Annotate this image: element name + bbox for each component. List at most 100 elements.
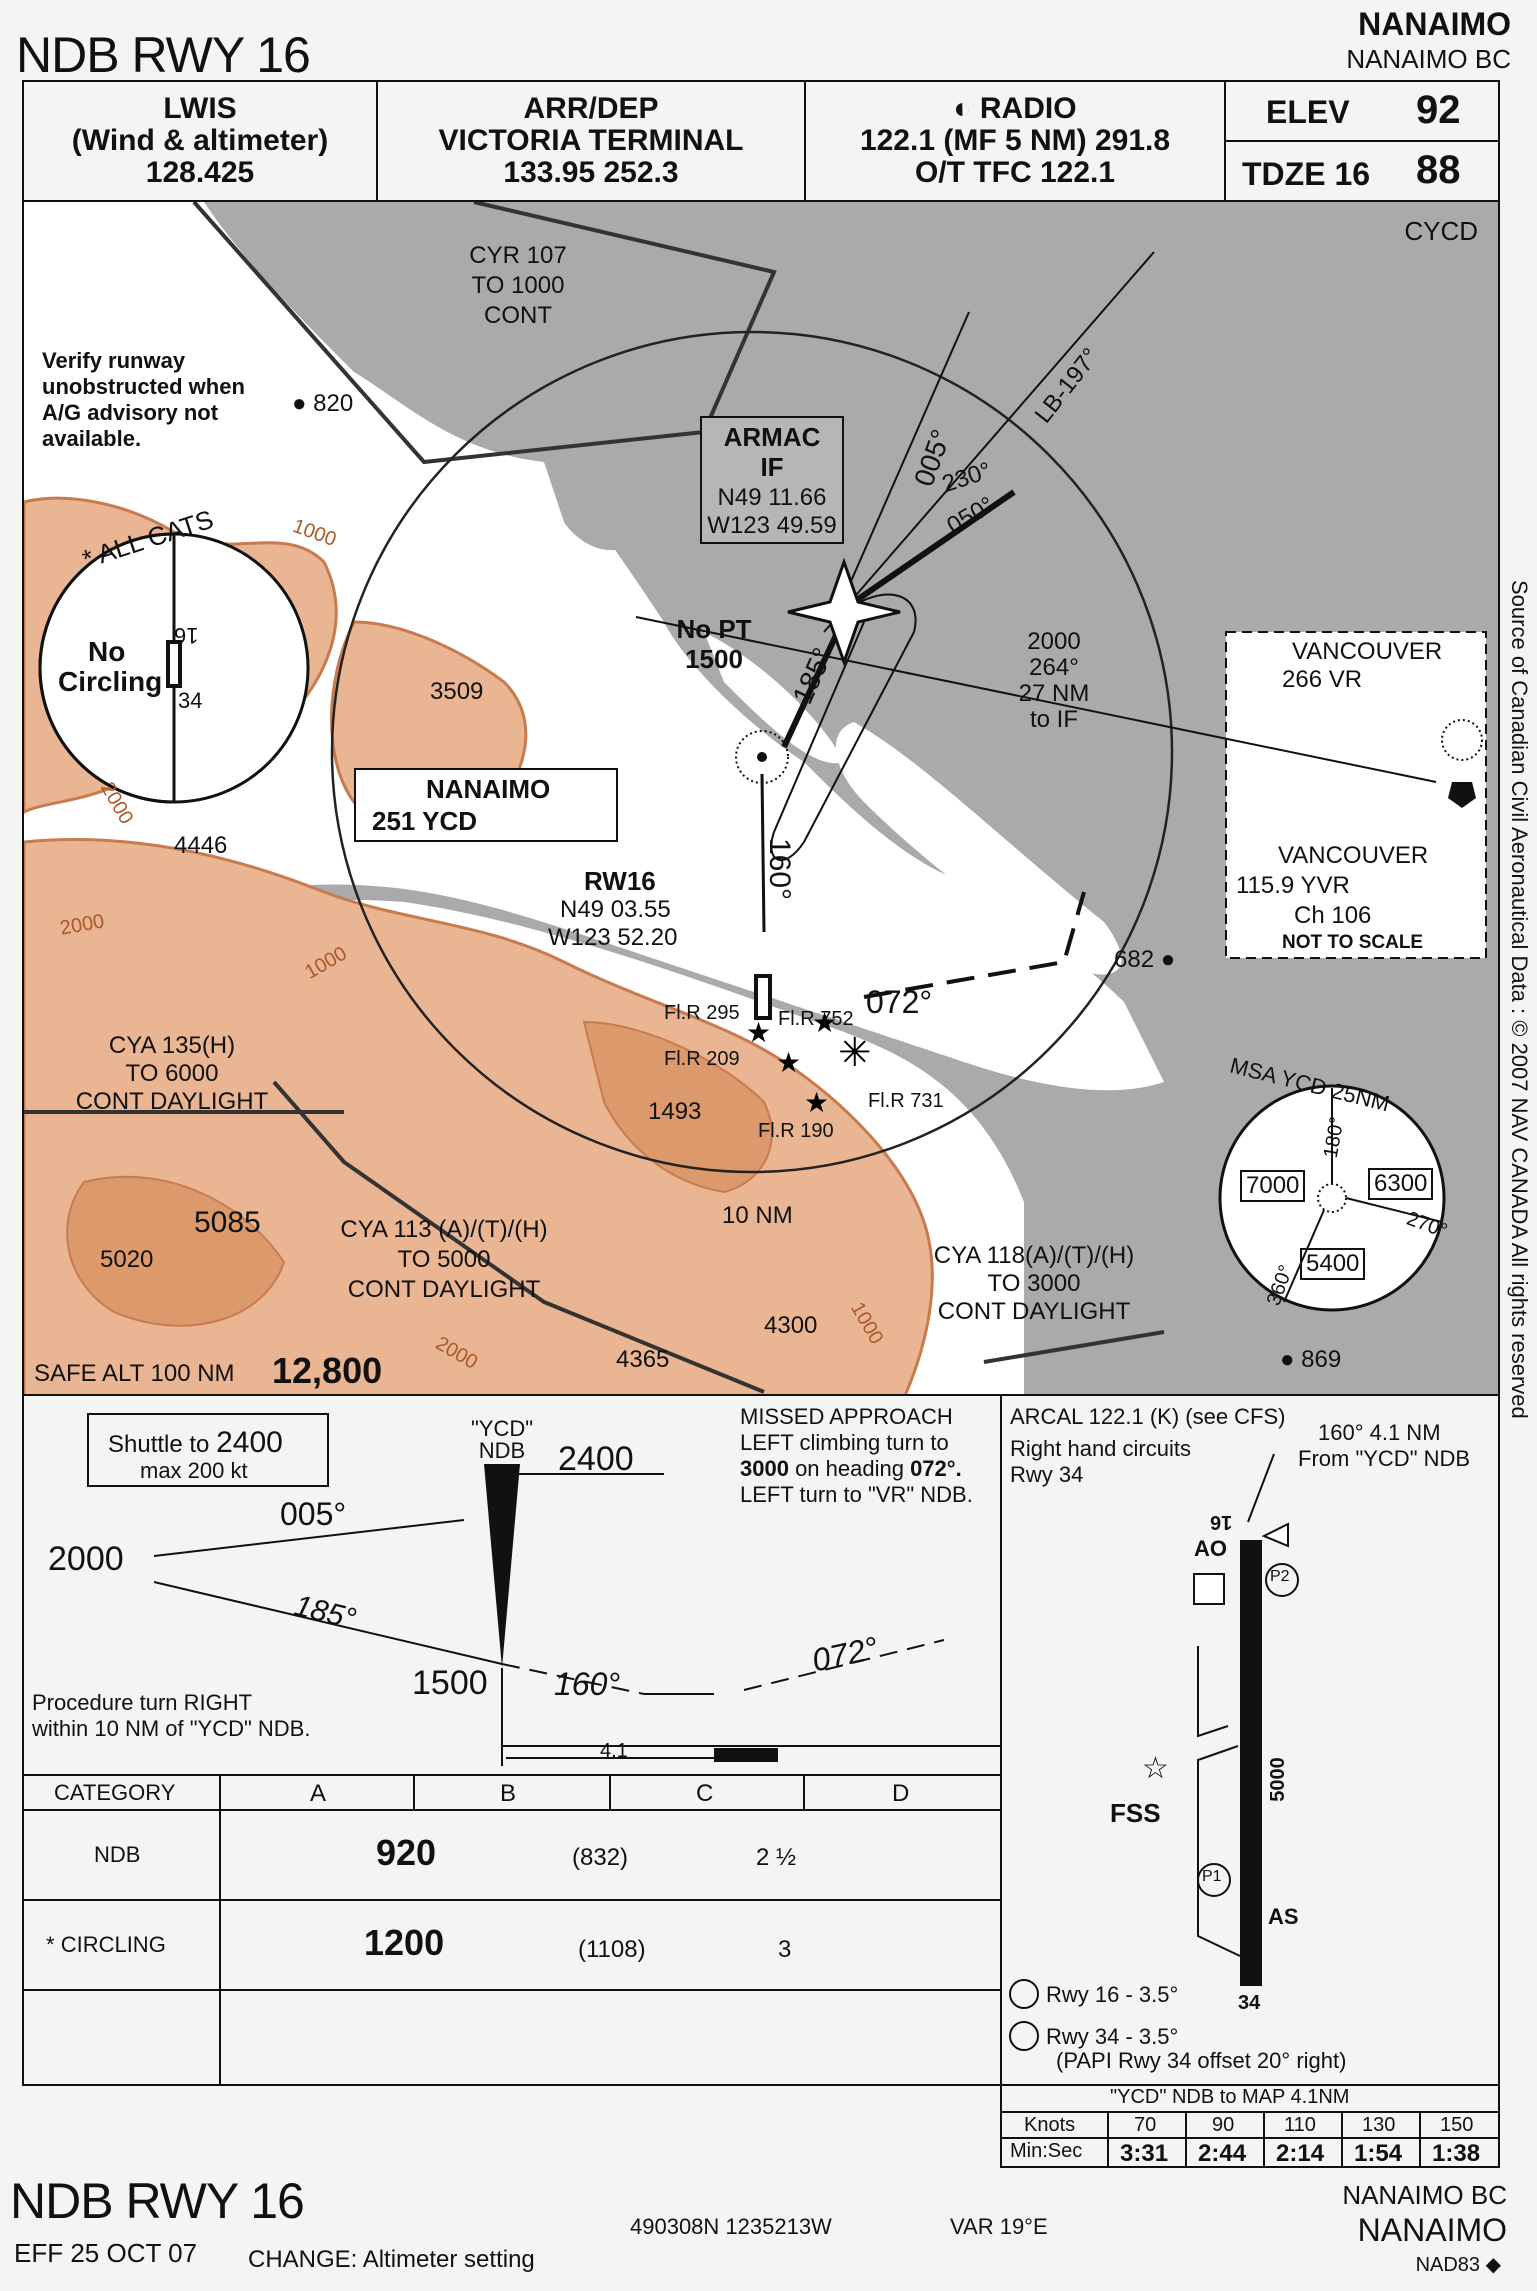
- aerodrome-taxiway: [1197, 1745, 1241, 1957]
- profile-alt-2400: 2400: [558, 1440, 634, 1478]
- missed-title: MISSED APPROACH: [740, 1404, 953, 1429]
- transition-l3: 27 NM: [1018, 680, 1090, 707]
- elev-value: 92: [1416, 88, 1461, 132]
- vancouver-ndb-name: VANCOUVER: [1292, 638, 1443, 665]
- time-label: Min:Sec: [1010, 2140, 1083, 2162]
- cya135-l1: CYA 135(H): [108, 1032, 236, 1059]
- knots-label: Knots: [1024, 2114, 1076, 2136]
- timing-table: "YCD" NDB to MAP 4.1NM Knots Min:Sec 70 …: [1000, 2084, 1500, 2168]
- papi-l1: Rwy 16 - 3.5°: [1046, 1982, 1179, 2007]
- papi-l2: Rwy 34 - 3.5°: [1046, 2024, 1179, 2049]
- footer-eff: EFF 25 OCT 07: [14, 2238, 198, 2268]
- msa-circle: [1218, 1084, 1446, 1312]
- cya135-l2: TO 6000: [125, 1060, 219, 1087]
- hdr-category: CATEGORY: [54, 1780, 176, 1805]
- aero-as: AS: [1268, 1904, 1299, 1929]
- armac-type: IF: [760, 452, 784, 482]
- no-circling-l1: No: [88, 636, 126, 667]
- land-northwest: [24, 202, 1164, 1091]
- aerodrome-section: ☆ ARCAL 122.1 (K) (see CFS) Right hand c…: [1000, 1394, 1500, 2086]
- ndb-vis: 2 ½: [756, 1844, 797, 1871]
- ndb-row-label: NDB: [94, 1842, 141, 1867]
- terrain-south-3: [66, 1175, 286, 1327]
- minima-section: CATEGORY A B C D NDB 920 (832) 2 ½ * CIR…: [22, 1774, 1002, 2086]
- arrdep-freq: 133.95 252.3: [503, 156, 679, 189]
- chart-title: NDB RWY 16: [16, 27, 311, 83]
- final-160-track: [760, 773, 766, 933]
- missed-l3: LEFT turn to "VR" NDB.: [740, 1482, 973, 1507]
- arrdep-name: ARR/DEP: [523, 92, 659, 125]
- hdr-cat-c: C: [696, 1780, 714, 1807]
- obstacle-star-1: ★: [746, 1017, 771, 1048]
- tdze-cell: TDZE 16 88: [1226, 142, 1498, 200]
- elev-869: ● 869: [1280, 1346, 1342, 1373]
- elev-1493: 1493: [648, 1098, 702, 1125]
- elev-4446: 4446: [174, 832, 228, 859]
- elev-682: 682 ●: [1114, 946, 1176, 973]
- vancouver-vor-ch: Ch 106: [1294, 902, 1372, 929]
- msa-sector-6300: 6300: [1368, 1168, 1434, 1200]
- dist-label: 4.1: [600, 1740, 628, 1762]
- papi-l3: (PAPI Rwy 34 offset 20° right): [1056, 2048, 1347, 2073]
- no-circling-l2: Circling: [58, 666, 163, 697]
- cyr107-l3: CONT: [484, 302, 552, 329]
- vancouver-ndb-symbol: [1441, 719, 1483, 761]
- footer-city-sub: NANAIMO BC: [1342, 2180, 1507, 2210]
- plan-view: ★ ★ ★ ✳ ★ CYCD CYR 107 TO 1000 CONT Veri…: [22, 200, 1500, 1396]
- city-name: NANAIMO: [1358, 6, 1511, 42]
- minima-grid: [24, 1776, 1000, 2084]
- crs-160: 160°: [763, 837, 797, 901]
- profile-alt-2000: 2000: [48, 1540, 124, 1578]
- knots-150: 150: [1440, 2114, 1474, 2136]
- rw16-name: RW16: [584, 866, 656, 896]
- lb197-radial: [823, 251, 1155, 633]
- transition-track: [635, 616, 1437, 783]
- knots-110: 110: [1284, 2114, 1316, 2136]
- no-circling-rwy34: 34: [178, 688, 203, 713]
- radio-icon: ◐: [953, 92, 980, 125]
- p2-legend-symbol: [1009, 1979, 1039, 2009]
- ycd-ndb-name: "YCD": [470, 1416, 534, 1441]
- armac-lon: W123 49.59: [707, 512, 837, 539]
- cya118-l2: TO 3000: [987, 1270, 1081, 1297]
- elev-820: ● 820: [292, 390, 354, 417]
- elev-5085: 5085: [194, 1206, 261, 1239]
- aero-rwy34: 34: [1238, 1992, 1261, 2014]
- lwis-name: LWIS: [163, 92, 237, 125]
- cyr107-l1: CYR 107: [469, 242, 567, 269]
- runway-block: [714, 1748, 778, 1762]
- elev-label: ELEV: [1266, 94, 1350, 130]
- light-731: Fl.R 731: [868, 1090, 944, 1112]
- profile-crs-160: 160°: [554, 1666, 621, 1702]
- no-circling-runway: [166, 640, 182, 688]
- ycd-ndb-type: NDB: [478, 1438, 526, 1463]
- circ-mda: 1200: [364, 1922, 445, 1963]
- nopt-l1: No PT: [676, 614, 752, 644]
- ndb-hat: (832): [572, 1844, 629, 1871]
- time-70: 3:31: [1120, 2140, 1169, 2167]
- profile-160-line: [501, 1663, 645, 1695]
- footer-title: NDB RWY 16: [10, 2173, 305, 2229]
- time-150: 1:38: [1432, 2140, 1481, 2167]
- circuits-l2: Rwy 34: [1010, 1462, 1084, 1487]
- aerodrome-windsock: [1261, 1522, 1289, 1548]
- profile-alt-1500: 1500: [412, 1664, 488, 1702]
- terrain-south-2: [582, 1020, 773, 1194]
- shuttle-speed: max 200 kt: [140, 1458, 248, 1483]
- knots-90: 90: [1212, 2114, 1235, 2136]
- map-pos-l1: 160° 4.1 NM: [1318, 1420, 1441, 1445]
- elev-4365: 4365: [616, 1346, 670, 1373]
- nanaimo-ndb-box: NANAIMO 251 YCD: [354, 768, 618, 842]
- lwis-freq: 128.425: [145, 156, 255, 189]
- arcal: ARCAL 122.1 (K) (see CFS): [1010, 1404, 1286, 1429]
- obstacle-star-3: ★: [776, 1047, 801, 1078]
- pt-note-l1: Procedure turn RIGHT: [32, 1690, 253, 1715]
- aerodrome-building: [1193, 1573, 1225, 1605]
- cya113-l3: CONT DAYLIGHT: [347, 1276, 541, 1303]
- procedure-turn: [770, 593, 917, 862]
- pt-note-l2: within 10 NM of "YCD" NDB.: [32, 1716, 311, 1741]
- armac-name: ARMAC: [723, 422, 821, 452]
- plan-runway: [754, 974, 772, 1020]
- no-circling-rwy16: 16: [174, 623, 199, 648]
- circ-hat: (1108): [578, 1936, 646, 1963]
